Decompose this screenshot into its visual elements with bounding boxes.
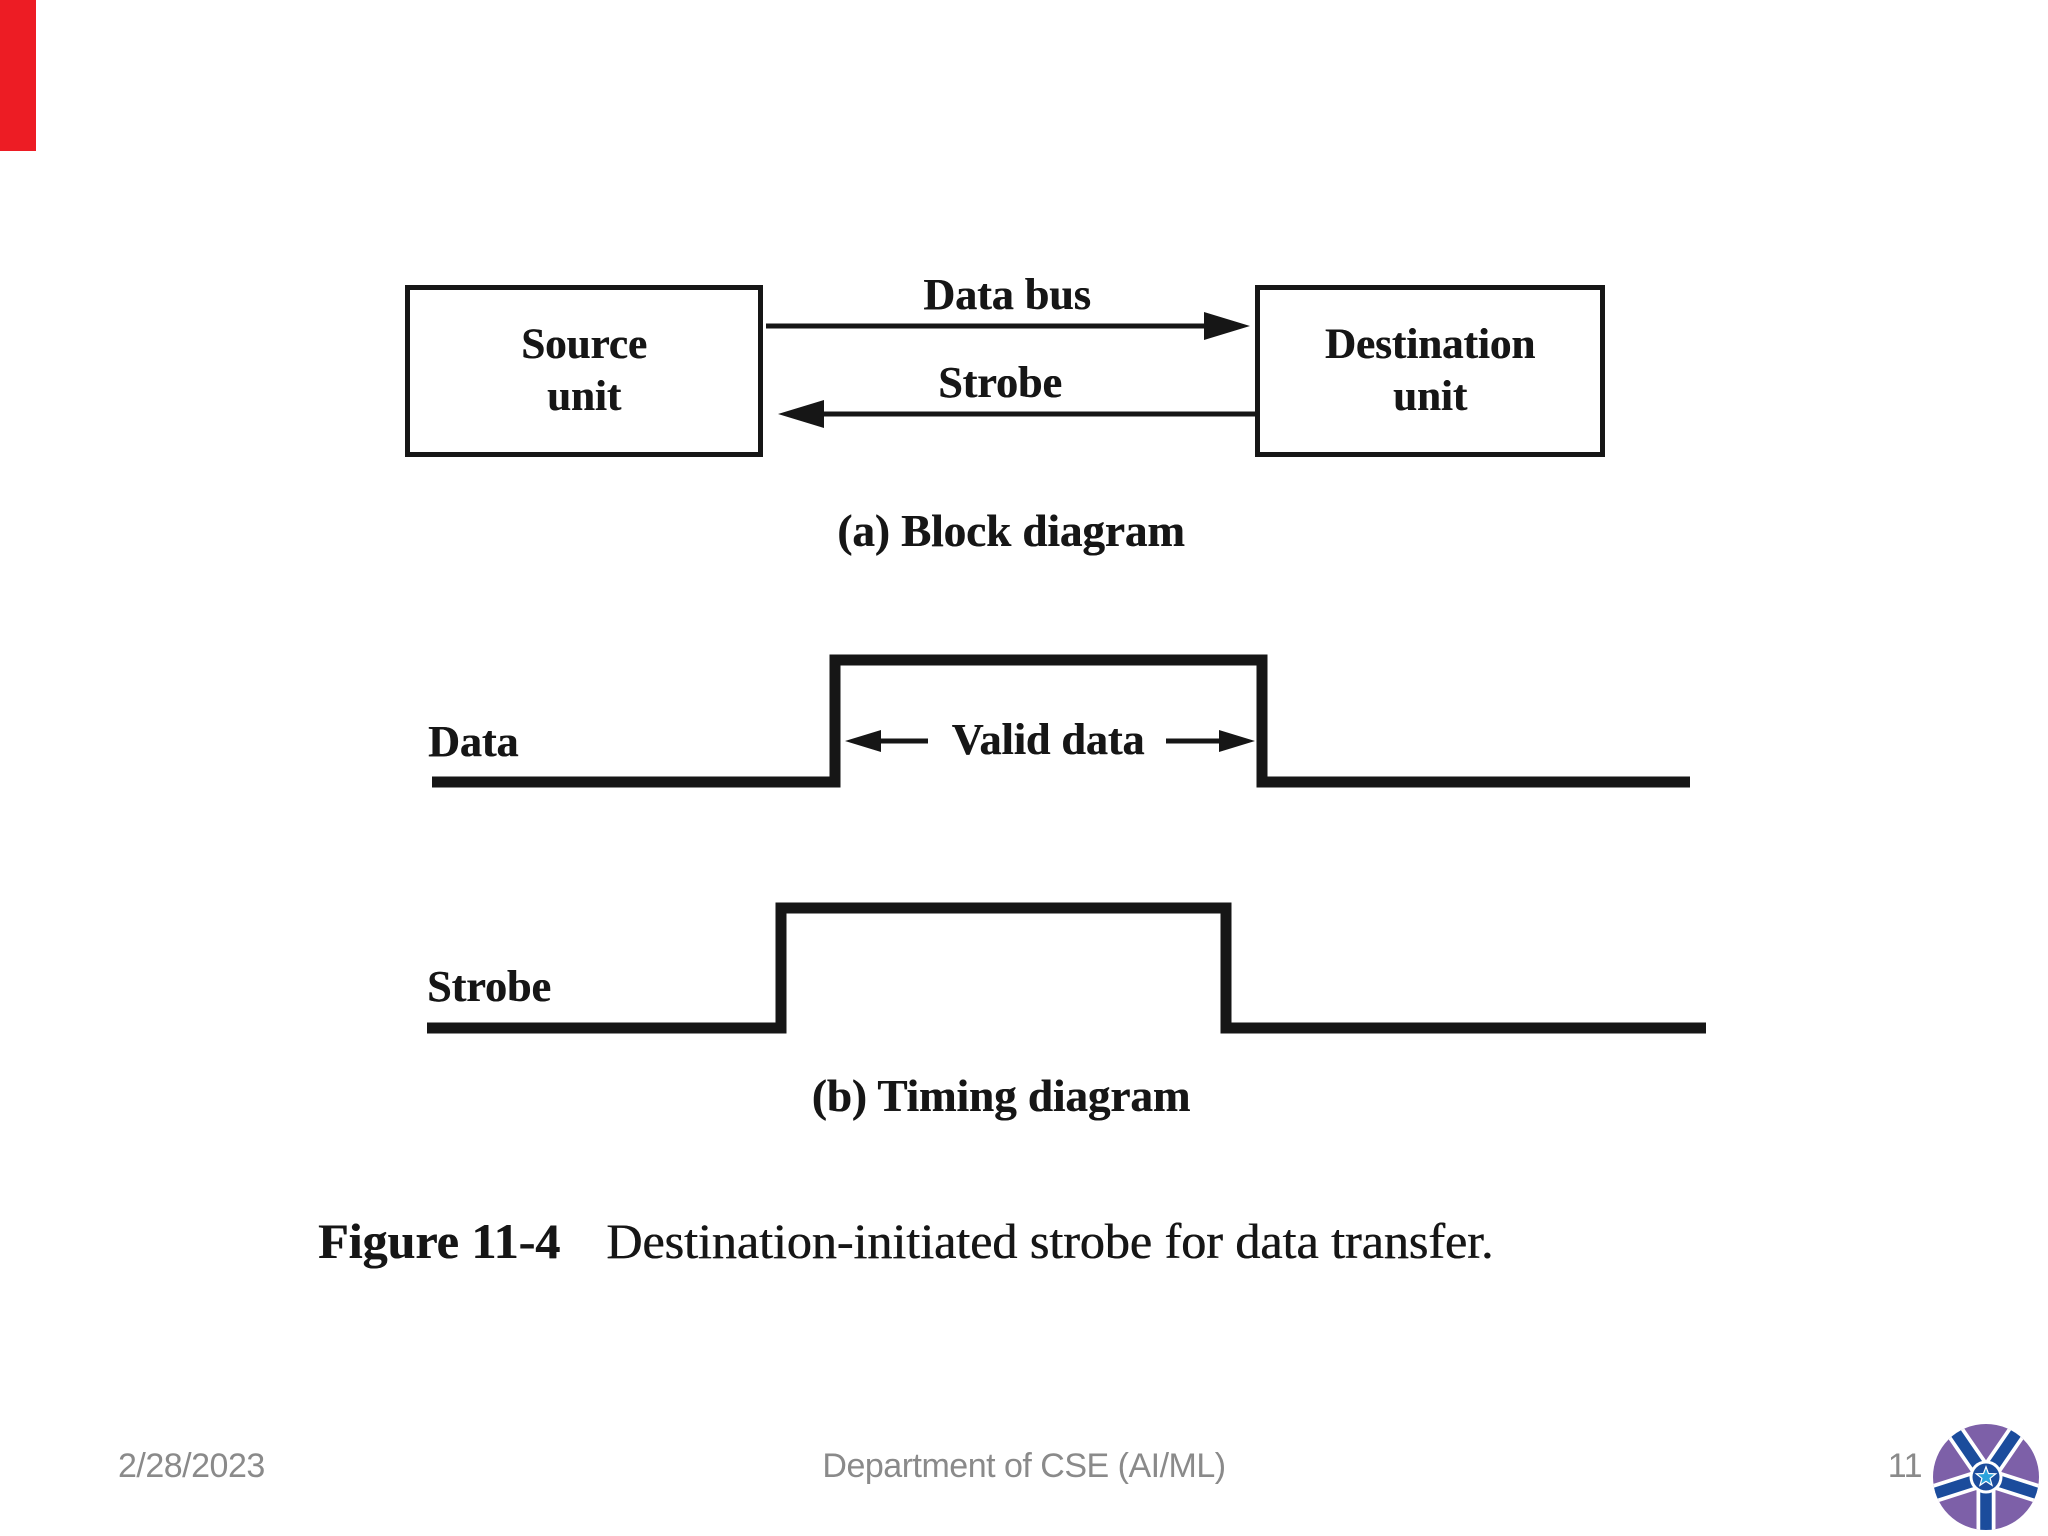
source-unit-label-line1: Source <box>521 320 647 368</box>
strobe-signal-label: Strobe <box>427 962 551 1011</box>
valid-data-right-arrow <box>1166 730 1255 752</box>
page-number: 11 <box>1887 1447 1923 1485</box>
institution-logo <box>1933 1424 2039 1536</box>
data-bus-arrow <box>766 312 1250 340</box>
strobe-signal-waveform <box>427 902 1706 1034</box>
source-unit-box: Source unit <box>405 285 763 457</box>
destination-unit-label-line1: Destination <box>1324 320 1536 368</box>
block-diagram-caption: (a) Block diagram <box>837 506 1185 556</box>
figure-caption-text: Destination-initiated strobe for data tr… <box>606 1213 1494 1269</box>
figure-caption-number: Figure 11-4 <box>318 1213 561 1269</box>
footer-date: 2/28/2023 <box>118 1447 265 1485</box>
strobe-arrow <box>778 400 1255 428</box>
source-unit-label-line2: unit <box>546 373 622 420</box>
destination-unit-label-line2: unit <box>1392 373 1468 420</box>
red-accent-bar <box>0 0 36 151</box>
logo-star <box>1977 1468 1995 1484</box>
data-signal-label: Data <box>428 717 519 766</box>
timing-diagram-caption: (b) Timing diagram <box>811 1071 1191 1121</box>
destination-unit-box: Destination unit <box>1255 285 1605 457</box>
footer-department: Department of CSE (AI/ML) <box>822 1447 1226 1485</box>
institution-logo-icon <box>1933 1424 2039 1530</box>
figure-caption: Figure 11-4 Destination-initiated strobe … <box>318 1212 1818 1270</box>
valid-data-left-arrow <box>845 730 928 752</box>
data-bus-label: Data bus <box>923 270 1091 319</box>
data-signal-waveform <box>432 654 1690 788</box>
strobe-wire-label: Strobe <box>938 358 1062 407</box>
valid-data-label: Valid data <box>951 715 1145 764</box>
